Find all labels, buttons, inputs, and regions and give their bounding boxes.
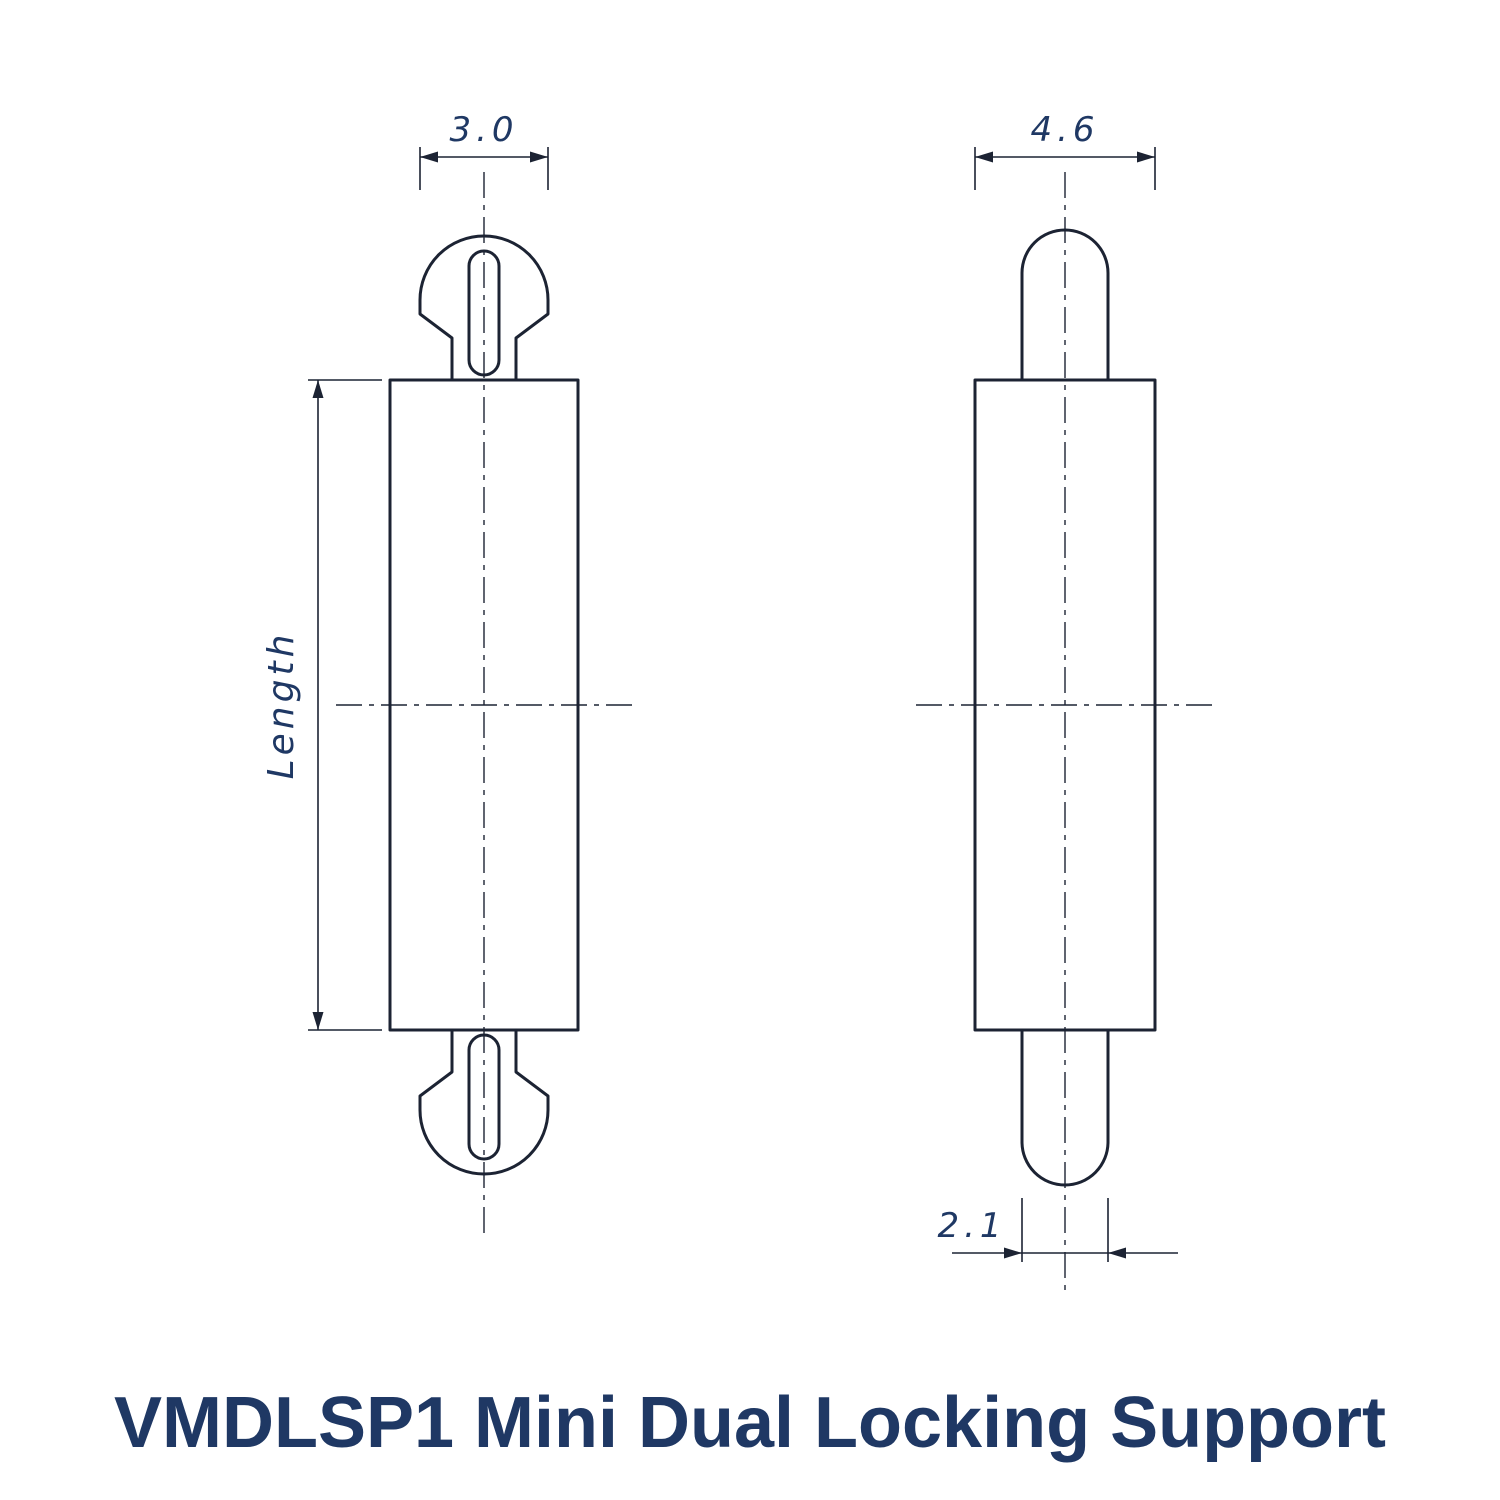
dim-clip-width-label: 3.0 (449, 110, 518, 150)
front-view-top-clip-slot (467, 249, 501, 377)
arrowhead-bottom (312, 1012, 324, 1030)
dim-clip-width: 3.0 (419, 110, 549, 190)
front-view-bottom-clip-slot (467, 1033, 501, 1161)
dim-length: Length (261, 379, 382, 1031)
dim-length-label: Length (261, 631, 302, 780)
arrowhead-right (1108, 1247, 1126, 1259)
arrowhead-top (312, 380, 324, 398)
dim-body-width-label: 4.6 (1030, 110, 1099, 150)
arrowhead-left (975, 151, 993, 163)
arrowhead-left (420, 151, 438, 163)
dim-body-width: 4.6 (974, 110, 1156, 190)
dim-pin-width: 2.1 (937, 1198, 1178, 1262)
dim-pin-width-label: 2.1 (937, 1206, 1006, 1246)
centerlines (336, 172, 1214, 1292)
drawing-title: VMDLSP1 Mini Dual Locking Support (114, 1383, 1386, 1463)
arrowhead-right (530, 151, 548, 163)
arrowhead-right (1137, 151, 1155, 163)
arrowhead-left (1004, 1247, 1022, 1259)
